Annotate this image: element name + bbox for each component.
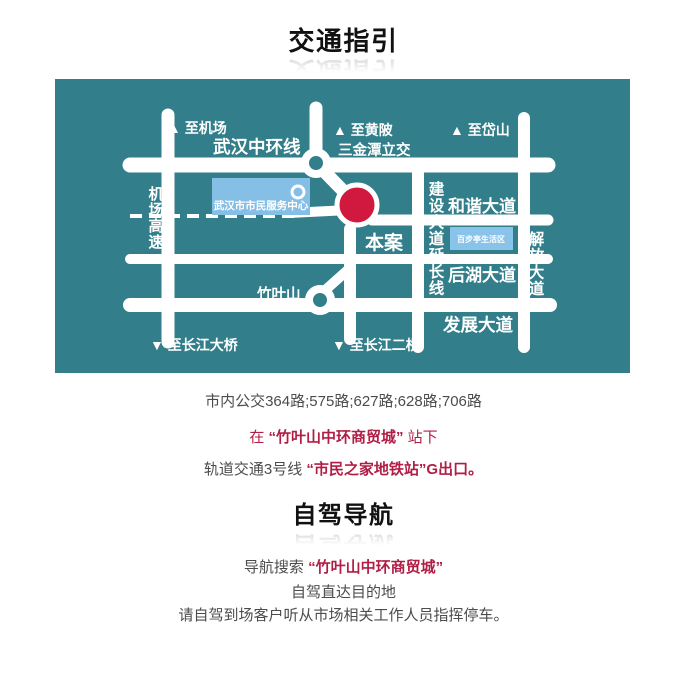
metro-exit: G出口。 (426, 461, 484, 478)
map-label-zhuyeshan: 竹叶山 (256, 285, 301, 303)
map-label-jiefang: 解放大道 (527, 230, 546, 297)
roundabout-zhuyeshan (305, 285, 335, 315)
site-marker-icon (334, 182, 380, 228)
bus-routes-line: 市内公交364路;575路;627路;628路;706路 (0, 392, 687, 411)
section-title-transit: 交通指引 (288, 26, 399, 56)
map-label-to-huangpi: ▲ 至黄陂 (333, 122, 394, 138)
roundabout-sanjintan (301, 148, 331, 178)
map-roads (122, 101, 557, 353)
bus-stop-line: 在 “竹叶山中环商贸城” 站下 (0, 428, 687, 447)
map-label-citizen-center: 武汉市市民服务中心 (214, 199, 309, 212)
parking-line: 请自驾到场客户听从市场相关工作人员指挥停车。 (0, 606, 687, 625)
nav-search-name: “竹叶山中环商贸城” (308, 559, 444, 576)
baibuting-box (450, 227, 513, 250)
bus-stop-suffix: 站下 (403, 429, 438, 446)
map-label-to-airport: ▲ 至机场 (167, 120, 227, 136)
metro-station-name: “市民之家地铁站” (306, 461, 427, 478)
parking-text: 请自驾到场客户听从市场相关工作人员指挥停车。 (178, 607, 509, 624)
metro-line: 轨道交通3号线 “市民之家地铁站”G出口。 (0, 460, 687, 479)
jiefang-arrow-icon (539, 254, 547, 263)
map-label-jianshe-extension: 建设大道延长线 (427, 181, 446, 297)
bus-routes-text: 市内公交364路;575路;627路;628路;706路 (205, 393, 482, 410)
driving-title-reflection: 自驾导航 (292, 531, 395, 558)
map-label-site: 本案 (365, 231, 404, 254)
map-label-fazhan: 发展大道 (442, 315, 513, 335)
map-label-yangtze-bridge: ▼ 至长江大桥 (150, 337, 239, 353)
map-label-airport-expressway: 机场高速 (147, 185, 164, 250)
bus-stop-name: “竹叶山中环商贸城” (268, 429, 404, 446)
traffic-map-image: 武汉市市民服务中心 百步亭生活区 本案 ▲ 至机场 武汉中环线 ▲ 至黄陂 三金… (55, 79, 630, 373)
direct-text: 自驾直达目的地 (290, 584, 396, 601)
metro-station-icon (290, 184, 306, 200)
metro-prefix: 轨道交通3号线 (203, 461, 307, 478)
traffic-map-svg: 武汉市市民服务中心 百步亭生活区 本案 ▲ 至机场 武汉中环线 ▲ 至黄陂 三金… (122, 101, 557, 353)
bus-stop-prefix: 在 (249, 429, 269, 446)
map-label-yangtze-bridge2: ▼ 至长江二桥 (332, 337, 421, 353)
direct-line: 自驾直达目的地 (0, 583, 687, 602)
map-label-interchange: 三金潭立交 (338, 141, 411, 159)
map-label-ring-road: 武汉中环线 (213, 137, 301, 157)
map-label-houhu: 后湖大道 (448, 265, 516, 285)
nav-search-prefix: 导航搜索 (243, 559, 309, 576)
map-label-hexie: 和谐大道 (448, 196, 516, 216)
nav-search-line: 导航搜索 “竹叶山中环商贸城” (0, 558, 687, 577)
map-label-to-daishan: ▲ 至岱山 (450, 122, 510, 138)
map-label-baibuting: 百步亭生活区 (457, 234, 505, 244)
section-title-driving: 自驾导航 (292, 502, 395, 529)
